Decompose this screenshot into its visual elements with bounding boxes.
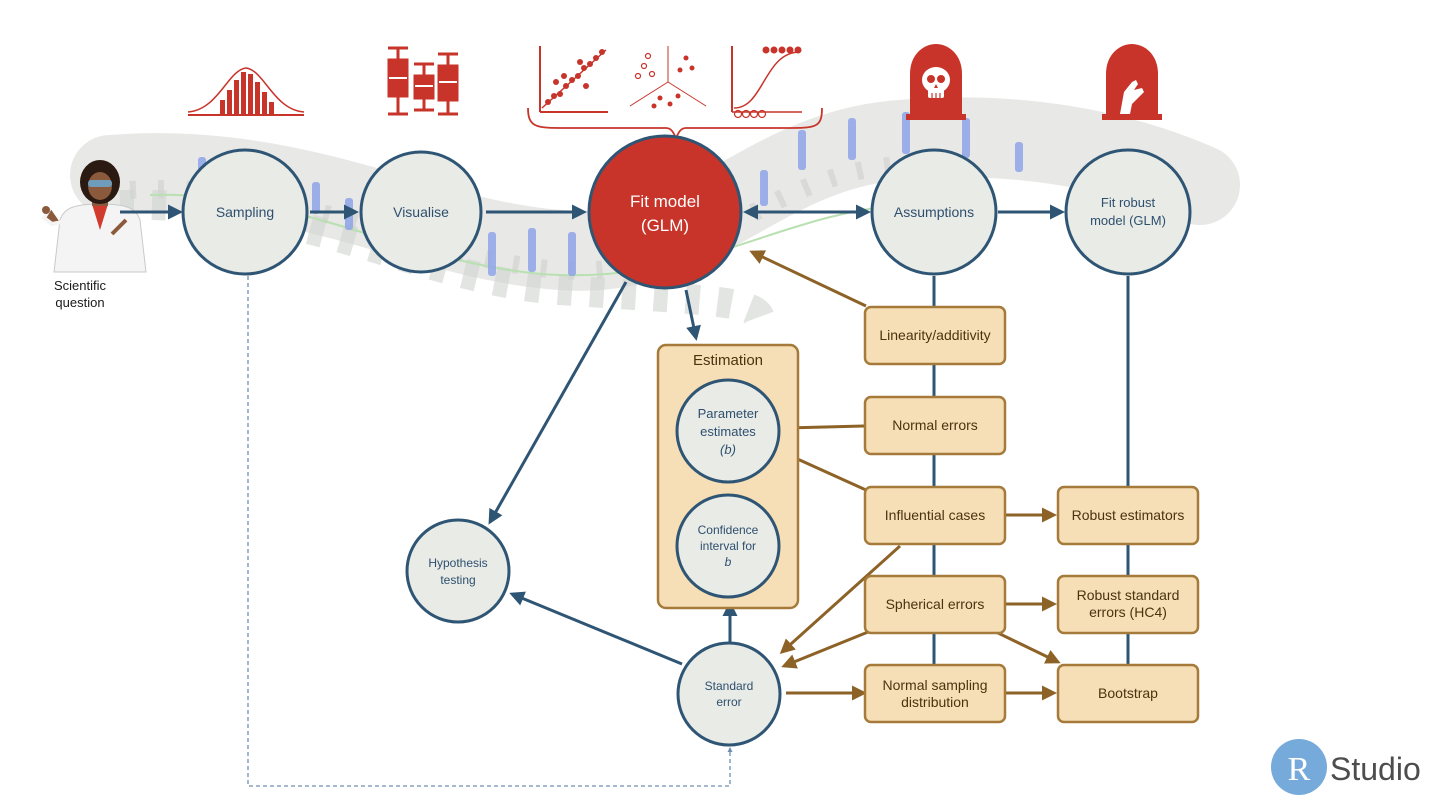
node-sampling[interactable]: Sampling	[181, 148, 309, 276]
node-fit-model-line2: (GLM)	[641, 216, 689, 235]
box-linearity-label: Linearity/additivity	[879, 327, 990, 343]
scientific-question-line2: question	[55, 295, 104, 310]
node-fit-model[interactable]: Fit model (GLM)	[587, 134, 743, 290]
histogram-icon	[187, 67, 305, 116]
estimation-title: Estimation	[693, 352, 763, 369]
grouped-scatter-icon	[629, 46, 707, 109]
node-hypothesis[interactable]: Hypothesis testing	[405, 518, 511, 624]
scatterplot-icon	[539, 46, 608, 113]
node-visualise-label: Visualise	[393, 204, 449, 220]
box-normal-sampling-line2: distribution	[901, 694, 969, 710]
boxplot-icon	[387, 46, 459, 116]
node-parameter-estimates-line1: Parameter	[698, 406, 759, 421]
box-robust-estimators[interactable]: Robust estimators	[1056, 485, 1200, 546]
tombstone-skull-icon	[906, 44, 966, 120]
node-fit-robust-line1: Fit robust	[1101, 195, 1156, 210]
node-hypothesis-line1: Hypothesis	[428, 556, 487, 570]
node-confidence-interval-line3: b	[725, 555, 732, 569]
box-robust-estimators-label: Robust estimators	[1072, 507, 1185, 523]
node-confidence-interval-line2: interval for	[700, 539, 756, 553]
node-parameter-estimates-line2: estimates	[700, 424, 756, 439]
box-bootstrap-label: Bootstrap	[1098, 685, 1158, 701]
rstudio-logo-r: R	[1288, 751, 1311, 788]
box-robust-se-line2: errors (HC4)	[1089, 604, 1167, 620]
node-visualise[interactable]: Visualise	[359, 150, 483, 274]
edge-fit-hypothesis	[488, 281, 628, 525]
box-normal-sampling-line1: Normal sampling	[882, 677, 987, 693]
rstudio-logo-icon: R Studio	[1271, 739, 1421, 795]
scientific-question-line1: Scientific	[54, 278, 107, 293]
node-parameter-estimates[interactable]: Parameter estimates (b)	[675, 378, 781, 484]
edge-sampling-se-dashed	[247, 276, 733, 787]
box-influential-cases-label: Influential cases	[885, 507, 985, 523]
node-fit-robust[interactable]: Fit robust model (GLM)	[1064, 148, 1192, 276]
node-hypothesis-line2: testing	[440, 573, 475, 587]
box-bootstrap[interactable]: Bootstrap	[1056, 663, 1200, 724]
node-sampling-label: Sampling	[216, 204, 274, 220]
node-parameter-estimates-line3: (b)	[720, 442, 736, 457]
brown-edges	[749, 250, 1061, 701]
tombstone-hand-icon	[1102, 44, 1162, 120]
node-confidence-interval[interactable]: Confidence interval for b	[675, 493, 781, 599]
logistic-curve-icon	[731, 46, 802, 119]
box-spherical-errors[interactable]: Spherical errors	[863, 574, 1007, 635]
edge-se-hypothesis	[509, 591, 683, 666]
node-assumptions-label: Assumptions	[894, 204, 974, 220]
edge-linearity-fit	[749, 250, 867, 308]
node-standard-error-line2: error	[716, 695, 741, 709]
box-normal-errors[interactable]: Normal errors	[863, 395, 1007, 456]
rstudio-logo-text: Studio	[1330, 751, 1421, 787]
edge-spherical-bootstrap	[995, 630, 1061, 664]
box-influential-cases[interactable]: Influential cases	[863, 485, 1007, 546]
node-standard-error[interactable]: Standard error	[676, 641, 782, 747]
edge-influential-se	[779, 544, 902, 655]
node-fit-robust-line2: model (GLM)	[1090, 213, 1166, 228]
node-confidence-interval-line1: Confidence	[698, 523, 759, 537]
box-robust-se-line1: Robust standard	[1077, 587, 1180, 603]
scientist-icon	[41, 160, 147, 273]
spine-discs	[198, 112, 1023, 276]
box-spherical-errors-label: Spherical errors	[886, 596, 985, 612]
edge-spherical-se	[781, 630, 869, 669]
box-normal-sampling[interactable]: Normal sampling distribution	[863, 663, 1007, 724]
box-linearity[interactable]: Linearity/additivity	[863, 305, 1007, 366]
node-fit-model-line1: Fit model	[630, 192, 700, 211]
edge-fit-estimation	[684, 289, 701, 341]
box-robust-se[interactable]: Robust standard errors (HC4)	[1056, 574, 1200, 635]
node-standard-error-line1: Standard	[705, 679, 754, 693]
node-assumptions[interactable]: Assumptions	[870, 148, 998, 276]
box-normal-errors-label: Normal errors	[892, 417, 978, 433]
